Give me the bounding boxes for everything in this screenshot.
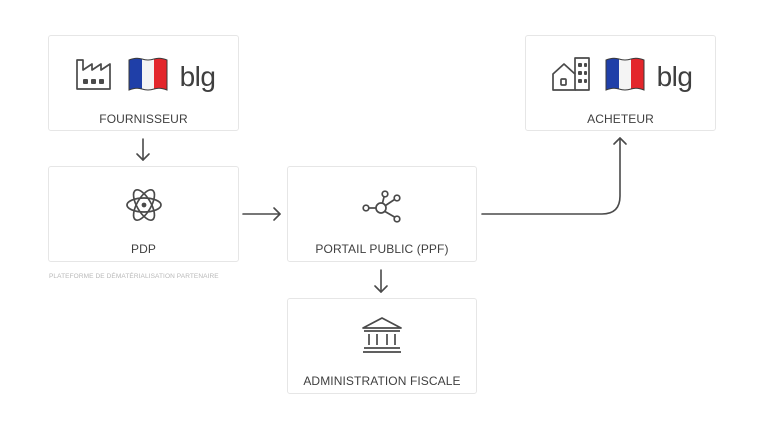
buyer-icon-row: blg <box>526 54 715 99</box>
arrow-ppf-to-tax-admin <box>374 269 388 293</box>
buyer-box: blg ACHETEUR <box>525 35 716 131</box>
supplier-box: blg FOURNISSEUR <box>48 35 239 131</box>
ppf-icon-row <box>288 189 476 230</box>
arrow-ppf-to-buyer <box>481 137 627 215</box>
tax-admin-icon-row <box>288 315 476 362</box>
buyer-label: ACHETEUR <box>587 112 654 126</box>
arrow-supplier-to-pdp <box>136 138 150 161</box>
supplier-label: FOURNISSEUR <box>99 112 188 126</box>
tax-admin-label: ADMINISTRATION FISCALE <box>303 374 461 388</box>
french-flag-icon <box>603 54 647 99</box>
pdp-caption: PLATEFORME DE DÉMATÉRIALISATION PARTENAI… <box>49 273 219 280</box>
arrow-pdp-to-ppf <box>242 207 281 221</box>
supplier-brand-logo: blg <box>179 60 216 92</box>
factory-icon <box>72 54 116 99</box>
french-flag-icon <box>126 54 170 99</box>
ppf-box: PORTAIL PUBLIC (PPF) <box>287 166 477 262</box>
pdp-label: PDP <box>131 242 156 256</box>
tax-admin-box: ADMINISTRATION FISCALE <box>287 298 477 394</box>
ppf-label: PORTAIL PUBLIC (PPF) <box>315 242 449 256</box>
buyer-brand-logo: blg <box>656 60 693 92</box>
building-icon <box>549 54 593 99</box>
pdp-icon-row <box>49 185 238 230</box>
atom-icon <box>124 185 164 230</box>
government-building-icon <box>360 315 404 362</box>
pdp-box: PDP <box>48 166 239 262</box>
supplier-icon-row: blg <box>49 54 238 99</box>
network-hub-icon <box>360 189 404 230</box>
